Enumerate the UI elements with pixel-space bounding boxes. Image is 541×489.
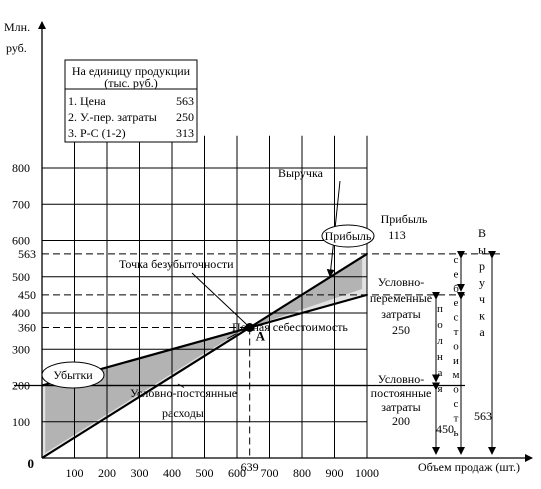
annotation-breakeven-pointer xyxy=(191,272,248,325)
side-cost-letter: е xyxy=(454,297,459,309)
side-full-letter: а xyxy=(438,367,443,379)
side-cost-letter: т xyxy=(454,326,459,338)
side-variable-cost-text: 250 xyxy=(392,323,410,337)
x-special-tick-label: 639 xyxy=(241,460,259,474)
y-tick-label: 300 xyxy=(12,342,30,356)
side-cost-letter: м xyxy=(453,369,460,381)
x-axis-label: Объем продаж (шт.) xyxy=(418,460,520,474)
legend-row-value: 313 xyxy=(176,126,194,140)
side-cost-letter: о xyxy=(453,384,459,396)
profit-oval xyxy=(321,224,375,248)
y-tick-label: 500 xyxy=(12,270,30,284)
side-full-letter: п xyxy=(437,303,443,315)
reference-dashes xyxy=(42,253,500,458)
side-fixed-cost-text: 200 xyxy=(392,414,410,428)
legend-box-subtitle: (тыс. руб.) xyxy=(104,76,157,90)
side-revenue-letter: В xyxy=(478,226,486,240)
breakeven-point-label: A xyxy=(256,329,266,344)
x-tick-label: 700 xyxy=(261,466,279,480)
x-tick-label: 300 xyxy=(131,466,149,480)
side-cost-letter: е xyxy=(454,268,459,280)
annotation-revenue: Выручка xyxy=(278,166,324,180)
annotation-fixed-cost-line1: Условно-постоянные xyxy=(130,386,237,400)
side-cost-letter: с xyxy=(454,398,459,410)
side-full-letter: о xyxy=(437,319,443,331)
side-profit-label: Прибыль xyxy=(381,212,428,226)
y-tick-label: 700 xyxy=(12,197,30,211)
side-variable-cost-text: затраты xyxy=(381,307,420,321)
y-special-tick-label: 360 xyxy=(18,321,36,335)
x-tick-label: 100 xyxy=(66,466,84,480)
side-revenue-total: 563 xyxy=(474,409,492,423)
loss-oval xyxy=(41,361,105,389)
side-full-letter: н xyxy=(437,351,443,363)
legend-row-label: 1. Цена xyxy=(68,94,106,108)
side-revenue-letter: ы xyxy=(478,243,486,257)
x-tick-label: 400 xyxy=(163,466,181,480)
x-tick-label: 200 xyxy=(98,466,116,480)
side-panel: Прибыль113Условно-переменныезатраты250Ус… xyxy=(366,212,496,458)
x-tick-label: 900 xyxy=(326,466,344,480)
side-cost-letter: с xyxy=(454,254,459,266)
legend-row-label: 2. У.-пер. затраты xyxy=(68,110,157,124)
x-tick-label: 1000 xyxy=(355,466,379,480)
annotation-fixed-cost-line2: расходы xyxy=(162,406,204,420)
side-cost-letter: ь xyxy=(453,427,458,439)
annotation-breakeven: Точка безубыточности xyxy=(119,257,234,271)
loss-area xyxy=(45,328,246,454)
annotation-fixed-cost-pointer xyxy=(177,383,185,388)
profit-oval-label: Прибыль xyxy=(325,229,372,243)
side-revenue-letter: р xyxy=(479,259,485,273)
side-cost-total: 450 xyxy=(436,422,454,436)
y-tick-label: 200 xyxy=(12,379,30,393)
side-fixed-cost-text: постоянные xyxy=(371,386,432,400)
side-revenue-letter: у xyxy=(479,276,485,290)
legend-row-value: 250 xyxy=(176,110,194,124)
legend-box-frame xyxy=(64,59,198,143)
x-tick-label: 500 xyxy=(196,466,214,480)
x-tick-label: 600 xyxy=(228,466,246,480)
side-profit-value: 113 xyxy=(388,228,406,242)
legend-row-label: 3. Р-С (1-2) xyxy=(68,126,126,140)
side-full-letter: я xyxy=(437,383,442,395)
y-special-tick-label: 563 xyxy=(18,247,36,261)
y-axis-label-line1: Млн. xyxy=(4,20,30,34)
side-cost-letter: т xyxy=(454,412,459,424)
y-tick-label: 100 xyxy=(12,415,30,429)
side-variable-cost-text: переменные xyxy=(370,291,432,305)
side-revenue-letter: ч xyxy=(479,292,485,306)
annotation-full-cost-pointer xyxy=(227,333,237,340)
legend-row-value: 563 xyxy=(176,94,194,108)
side-revenue-letter: к xyxy=(479,309,485,323)
y-special-tick-label: 450 xyxy=(18,288,36,302)
annotation-full-cost: Полная себестоимость xyxy=(232,320,348,334)
series-revenue-line xyxy=(41,252,368,459)
y-tick-label: 800 xyxy=(12,161,30,175)
profit-area xyxy=(256,258,363,326)
tick-labels: 100 200 300 400 500 600 700 800 900 1000 100 200 300… xyxy=(4,20,520,480)
side-cost-letter: б xyxy=(453,283,459,295)
side-cost-letter: с xyxy=(454,312,459,324)
breakeven-point xyxy=(245,323,255,332)
loss-oval-label: Убытки xyxy=(53,368,93,382)
side-cost-letter: и xyxy=(453,355,459,367)
side-fixed-cost-text: затраты xyxy=(381,400,420,414)
y-axis-label-line2: руб. xyxy=(6,41,27,55)
y-tick-label: 400 xyxy=(12,306,30,320)
origin-label: 0 xyxy=(28,456,35,471)
unit-legend-box: На единицу продукции(тыс. руб.) 1. Цена 56… xyxy=(64,59,198,143)
side-fixed-cost-text: Условно- xyxy=(378,372,424,386)
side-cost-letter: о xyxy=(453,340,459,352)
x-tick-label: 800 xyxy=(293,466,311,480)
y-tick-label: 600 xyxy=(12,234,30,248)
legend-box-title: На единицу продукции xyxy=(72,64,191,78)
side-revenue-letter: а xyxy=(479,325,485,339)
side-full-letter: л xyxy=(437,335,443,347)
side-variable-cost-text: Условно- xyxy=(378,275,424,289)
